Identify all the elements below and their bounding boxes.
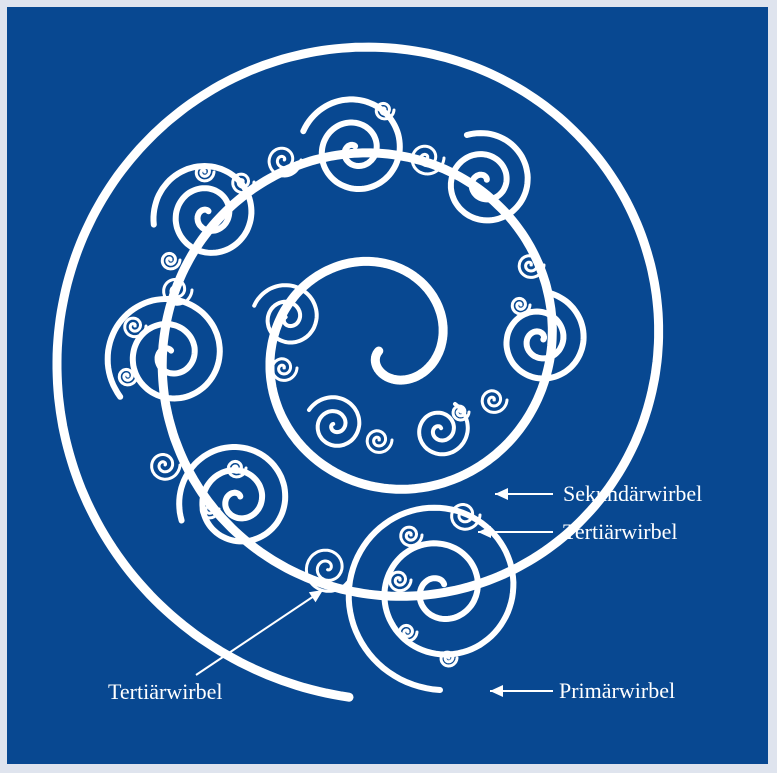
tertiary-vortex-spiral	[482, 391, 507, 413]
tertiary-vortex-spiral	[367, 431, 392, 453]
label-tertiary-vortex-right: Tertiärwirbel	[563, 520, 678, 544]
tertiary-vortex-spiral	[152, 455, 180, 480]
arrow-primary-vortex	[490, 685, 553, 697]
arrow-secondary-vortex	[495, 488, 553, 500]
tertiary-vortex-spiral	[272, 359, 297, 381]
secondary-vortex-spiral	[309, 397, 359, 446]
label-secondary-vortex: Sekundärwirbel	[563, 482, 702, 506]
tertiary-vortex-spiral	[401, 527, 422, 546]
label-primary-vortex: Primärwirbel	[559, 679, 675, 703]
tertiary-vortex-spiral	[125, 318, 146, 337]
tertiary-vortex-spiral	[162, 253, 180, 269]
tertiary-vortex-spiral	[390, 572, 411, 591]
label-tertiary-vortex-left: Tertiärwirbel	[108, 680, 223, 704]
tertiary-vortex-spiral	[512, 298, 530, 314]
arrow-tertiary-vortex-left	[196, 590, 323, 675]
arrow-tertiary-vortex-right	[478, 526, 553, 538]
